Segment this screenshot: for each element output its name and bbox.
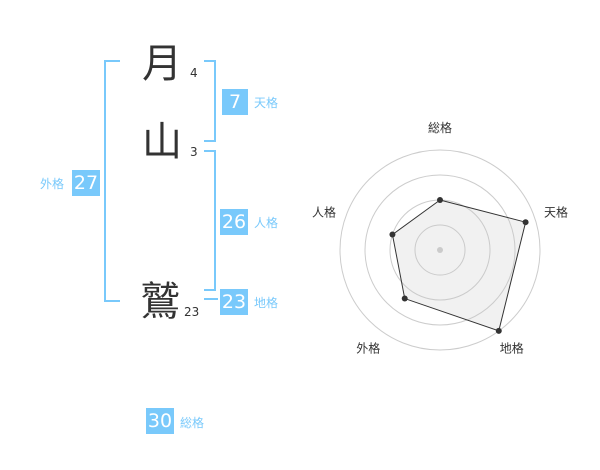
- radar-axis-label-4: 外格: [356, 341, 380, 356]
- radar-ring: [364, 174, 516, 326]
- radar-point-2: [522, 219, 529, 226]
- jinkaku-chikaku-bracket: [204, 150, 216, 291]
- radar-axis-label-1: 総格: [428, 120, 452, 135]
- jinkaku-value: 26: [220, 209, 248, 235]
- tenkaku-bracket: [204, 60, 216, 142]
- soukaku-value: 30: [146, 408, 174, 434]
- name-char-2: 山: [142, 119, 182, 165]
- radar-axis-label-3: 地格: [500, 341, 524, 356]
- chikaku-connector: [204, 298, 218, 300]
- chikaku-value: 23: [220, 289, 248, 315]
- jinkaku-label: 人格: [254, 216, 279, 230]
- name-char-3-strokes: 23: [184, 305, 200, 319]
- gaikaku-value: 27: [72, 170, 100, 196]
- gaikaku-label: 外格: [40, 177, 65, 191]
- radar-series-area: [391, 199, 527, 332]
- radar-point-1: [437, 197, 443, 203]
- name-char-1: 月: [142, 41, 182, 87]
- tenkaku-label: 天格: [254, 96, 279, 110]
- radar-point-4: [401, 295, 408, 302]
- radar-center-dot: [437, 247, 443, 253]
- radar-ring: [414, 224, 466, 276]
- radar-axis-label-5: 人格: [312, 204, 336, 219]
- chikaku-label: 地格: [254, 296, 279, 310]
- radar-point-3: [495, 327, 502, 334]
- radar-point-5: [389, 231, 396, 238]
- name-char-2-strokes: 3: [190, 145, 198, 159]
- radar-ring: [339, 149, 541, 351]
- radar-axis-label-2: 天格: [544, 204, 568, 219]
- tenkaku-value: 7: [222, 89, 248, 115]
- gaikaku-bracket: [104, 60, 120, 302]
- name-char-1-strokes: 4: [190, 66, 198, 80]
- soukaku-label: 総格: [180, 416, 205, 430]
- name-char-3: 鷲: [140, 279, 180, 325]
